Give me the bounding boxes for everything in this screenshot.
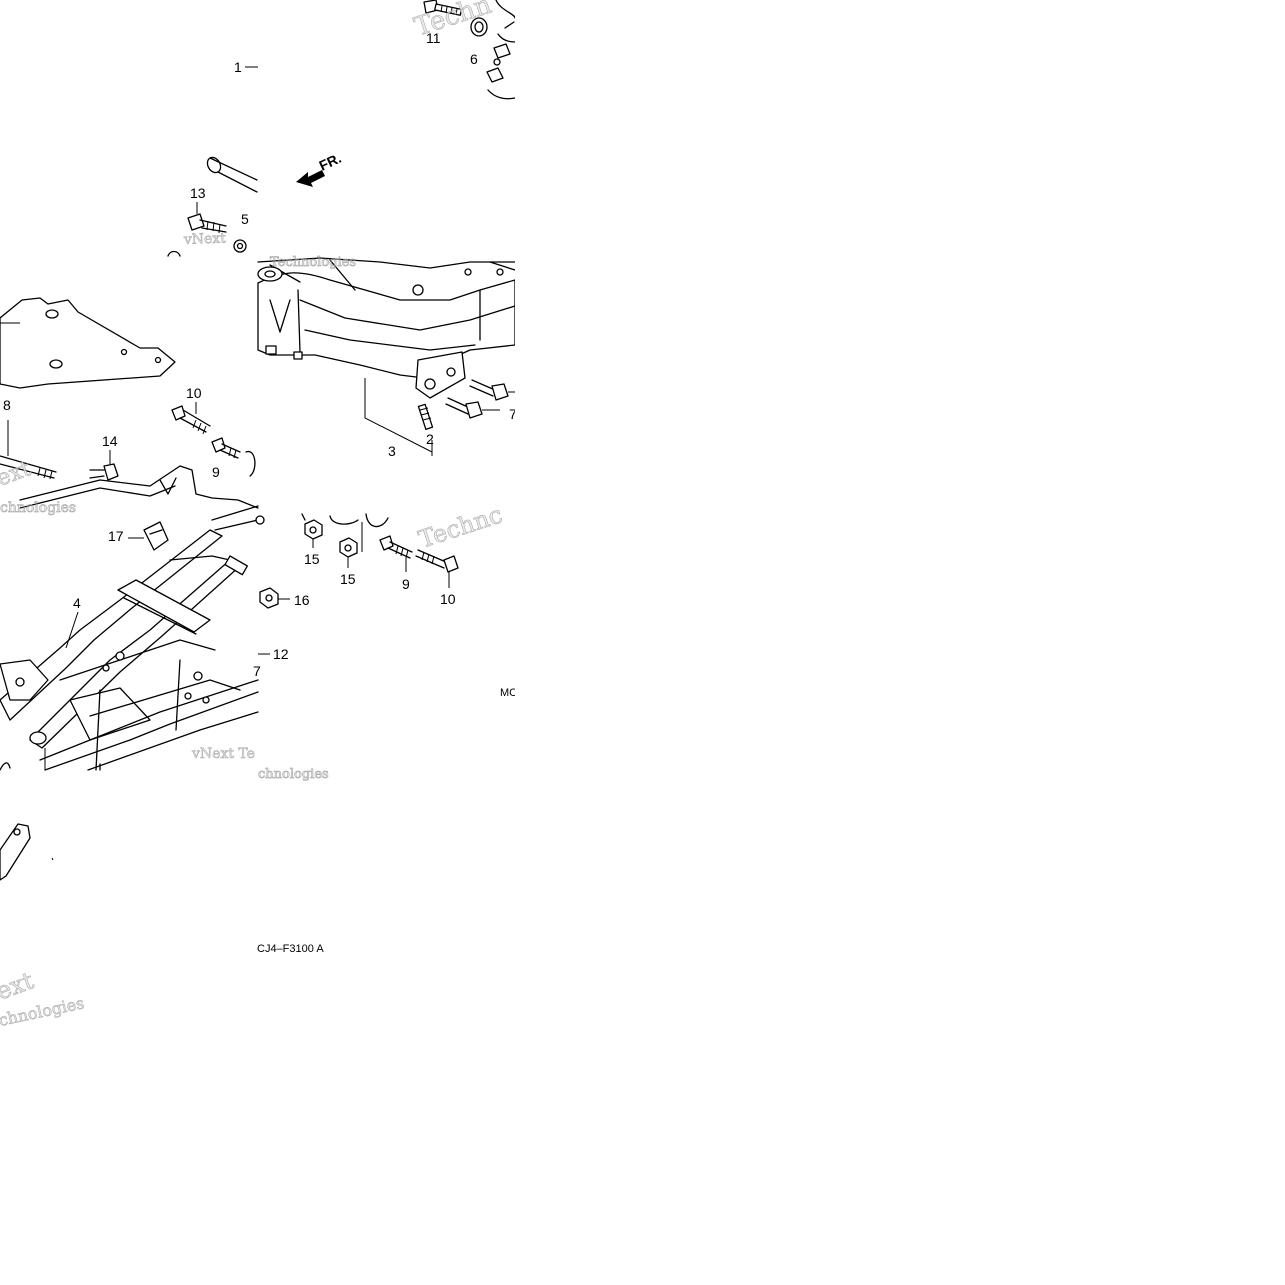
callout-3: 3	[388, 443, 396, 459]
watermark-text: chnologies	[0, 500, 76, 516]
bolt-10-right-icon	[415, 549, 459, 588]
callout-12: 12	[273, 646, 289, 662]
callout-5: 5	[241, 211, 249, 227]
watermark-text: ext	[0, 456, 34, 491]
watermark-text: ext	[0, 966, 38, 1005]
mount-bracket-icon	[486, 0, 516, 100]
blank-area-right	[515, 0, 1285, 1285]
corner-code: MC	[500, 687, 517, 699]
callout-17: 17	[108, 528, 124, 544]
nut-15-upper-icon	[304, 519, 323, 548]
callout-9-right: 9	[402, 576, 410, 592]
callout-7-left: 7	[253, 663, 261, 679]
diagram-code: CJ4–F3100 A	[257, 943, 324, 955]
watermark-text: chnologies	[258, 767, 329, 782]
main-frame-icon	[257, 257, 516, 399]
bolt-9-left-icon	[211, 437, 241, 459]
callout-16: 16	[294, 592, 310, 608]
callout-1: 1	[234, 59, 242, 75]
watermark-text: vNext Te	[191, 746, 255, 762]
nut-5-icon	[233, 239, 247, 253]
watermark-text: Techn	[411, 0, 495, 43]
collar-6-icon	[470, 17, 488, 37]
callout-4: 4	[73, 595, 81, 611]
bolt-14-icon	[89, 450, 119, 481]
clip-17-icon	[128, 521, 169, 551]
bolt-10-left-icon	[171, 402, 211, 435]
sub-frame-icon	[0, 450, 265, 771]
callout-11: 11	[426, 30, 441, 46]
front-direction-label: FR.	[317, 150, 344, 174]
dowel-pin-2-icon	[417, 403, 434, 430]
watermark-text: vNext	[183, 231, 227, 249]
callout-15-upper: 15	[304, 551, 320, 567]
callout-13: 13	[190, 185, 206, 201]
bracket-fragment-icon	[0, 823, 54, 881]
watermark-text: Technologies	[270, 255, 356, 270]
bolt-11-icon	[423, 0, 463, 16]
nut-16-icon	[259, 587, 290, 609]
callout-6: 6	[470, 51, 478, 67]
callout-10-right: 10	[440, 591, 456, 607]
callout-9-left: 9	[212, 464, 220, 480]
callout-8: 8	[3, 397, 11, 413]
callout-10-left: 10	[186, 385, 202, 401]
spacer-pipe-icon	[206, 156, 258, 193]
watermark-text: Technc	[415, 500, 506, 553]
nut-15-lower-icon	[339, 537, 358, 568]
callout-14: 14	[102, 433, 118, 449]
heat-shield-plate-icon	[0, 297, 176, 389]
bolt-7-upper-icon	[469, 379, 515, 401]
callout-15-lower: 15	[340, 571, 356, 587]
callout-2: 2	[426, 431, 434, 447]
long-bolt-8-icon	[0, 420, 57, 480]
bolt-13-icon	[187, 213, 227, 234]
bolt-7-lower-icon	[445, 397, 500, 419]
callout-7-right: 7	[509, 406, 517, 422]
bolt-9-right-icon	[379, 535, 413, 572]
front-direction-arrow-icon	[296, 170, 325, 187]
